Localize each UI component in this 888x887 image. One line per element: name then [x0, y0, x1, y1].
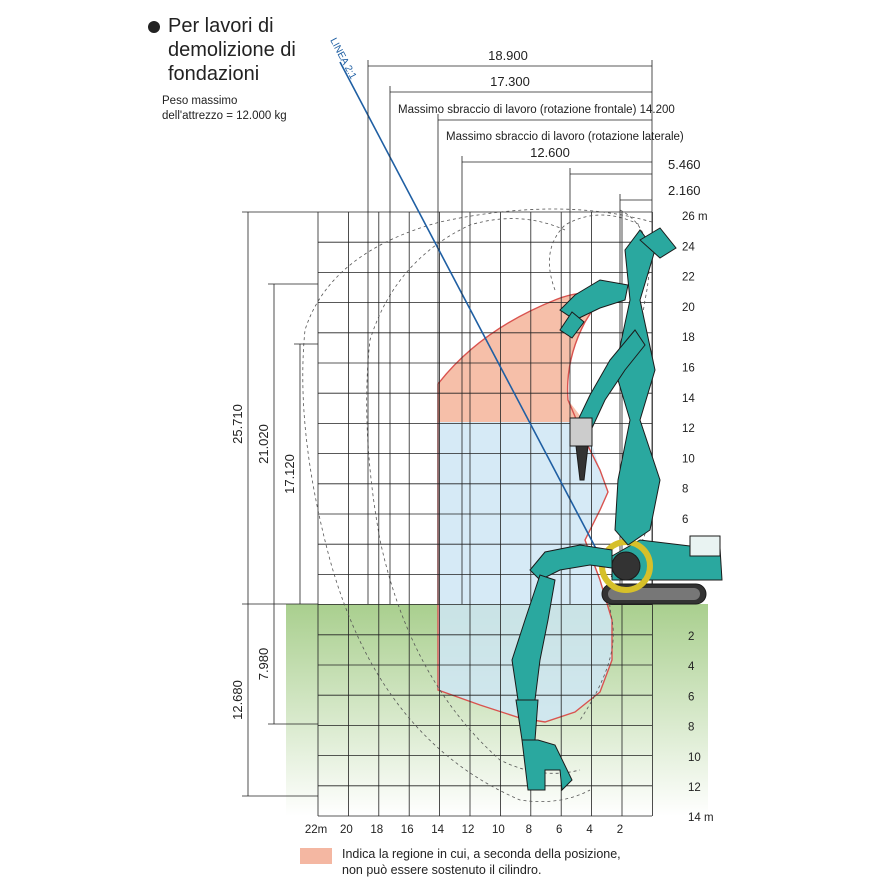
y-label-below: 12: [688, 782, 701, 794]
y-label-above: 12: [682, 423, 695, 435]
legend-swatch: [300, 848, 332, 864]
x-label: 8: [526, 824, 532, 836]
excavator-cab: [689, 535, 721, 557]
dim-18900: 18.900: [488, 48, 528, 63]
slope-label: LINEA 2:1: [327, 36, 358, 81]
y-label-below: 2: [688, 631, 694, 643]
title: Per lavori di demolizione di fondazioni: [148, 14, 296, 86]
y-label-above: 8: [682, 484, 688, 496]
dim-12600: 12.600: [530, 145, 570, 160]
x-label: 10: [492, 824, 505, 836]
legend-text: Indica la regione in cui, a seconda dell…: [342, 847, 621, 877]
y-label-above: 20: [682, 302, 695, 314]
y-label-above: 16: [682, 363, 695, 375]
reach-envelope-mid: [366, 218, 581, 774]
top-dimensions: [367, 60, 653, 604]
x-label: 6: [556, 824, 562, 836]
y-label-below: 4: [688, 661, 695, 673]
y-label-below: 10: [688, 752, 701, 764]
y-label-above: 10: [682, 453, 695, 465]
y-label-above: 26 m: [682, 211, 708, 223]
title-line-2: demolizione di: [168, 39, 296, 61]
y-label-above: 6: [682, 514, 688, 526]
bullet-icon: [148, 21, 160, 33]
y-label-below: 6: [688, 691, 694, 703]
dim-front-reach: Massimo sbraccio di lavoro (rotazione fr…: [398, 104, 675, 116]
boom-down: [511, 544, 613, 792]
dim-2160: 2.160: [668, 183, 701, 198]
dim-side-reach: Massimo sbraccio di lavoro (rotazione la…: [446, 131, 684, 143]
y-label-below: 8: [688, 722, 694, 734]
dim-5460: 5.460: [668, 157, 701, 172]
x-label: 14: [431, 824, 444, 836]
x-axis-labels: 22m 20 18 16 14 12 10 8 6 4 2: [305, 824, 623, 836]
y-label-above: 22: [682, 272, 695, 284]
title-line-1: Per lavori di: [168, 15, 274, 37]
y-label-above: 18: [682, 332, 695, 344]
x-label: 22m: [305, 824, 327, 836]
y-label-above: 14: [682, 393, 695, 405]
dim-21020: 21.020: [256, 424, 271, 464]
dim-7980: 7.980: [256, 648, 271, 681]
max-tool-weight: Peso massimo dell'attrezzo = 12.000 kg: [162, 94, 287, 124]
reach-envelope-small: [549, 214, 641, 291]
left-dimensions: [242, 211, 318, 797]
title-line-3: fondazioni: [168, 63, 260, 85]
cylinder-limit-region: [438, 293, 600, 422]
excavator: [599, 535, 723, 605]
x-label: 4: [586, 824, 593, 836]
x-label: 12: [462, 824, 475, 836]
boom-up: [559, 227, 677, 546]
y-label-above: 24: [682, 241, 695, 253]
weight-line-2: dell'attrezzo = 12.000 kg: [162, 110, 287, 122]
dim-25710: 25.710: [230, 404, 245, 444]
x-label: 20: [340, 824, 353, 836]
grid: [317, 211, 653, 817]
x-label: 18: [370, 824, 383, 836]
dim-17300: 17.300: [490, 74, 530, 89]
y-label-below: 14 m: [688, 812, 714, 824]
dim-12680: 12.680: [230, 680, 245, 720]
slope-line-2-1: [339, 61, 603, 561]
x-label: 2: [617, 824, 623, 836]
x-label: 16: [401, 824, 414, 836]
dim-17120: 17.120: [282, 454, 297, 494]
weight-line-1: Peso massimo: [162, 95, 238, 107]
